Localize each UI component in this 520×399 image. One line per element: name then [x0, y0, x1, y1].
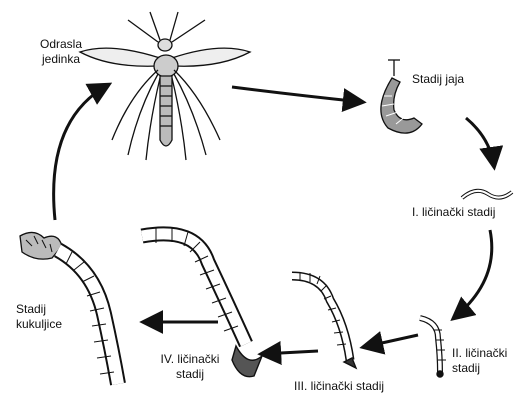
stage-label-egg: Stadij jaja [412, 72, 464, 87]
arrow-larva2-to-larva3 [364, 335, 418, 347]
egg-stage-icon [381, 60, 422, 133]
stage-label-larva-2: II. ličinački stadij [452, 346, 507, 376]
arrow-pupa-to-adult [54, 85, 108, 220]
stage-label-egg-line-1: Stadij jaja [412, 72, 464, 87]
arrow-larva1-to-larva2 [454, 230, 492, 318]
stage-label-pupa-line-2: kukuljice [16, 317, 62, 332]
larva-stage-3-icon [292, 272, 356, 368]
stage-label-larva-1-line-1: I. ličinački stadij [412, 205, 495, 220]
larva-stage-2-icon [420, 318, 446, 377]
stage-label-larva-4-line-1: IV. ličinački [140, 352, 240, 367]
arrow-adult-to-egg [232, 87, 362, 102]
larva-stage-1-icon [462, 191, 512, 198]
stage-label-adult: Odrasla jedinka [26, 37, 96, 67]
stage-label-adult-line-1: Odrasla [26, 37, 96, 52]
arrow-egg-to-larva1 [466, 118, 494, 166]
arrow-larva3-to-larva4 [262, 351, 318, 354]
stage-label-pupa-line-1: Stadij [16, 302, 62, 317]
stage-label-larva-3: III. ličinački stadij [294, 379, 384, 394]
stage-label-larva-1: I. ličinački stadij [412, 205, 495, 220]
stage-label-larva-2-line-1: II. ličinački [452, 346, 507, 361]
stage-label-adult-line-2: jedinka [26, 52, 96, 67]
stage-label-larva-2-line-2: stadij [452, 361, 507, 376]
stage-label-pupa: Stadij kukuljice [16, 302, 62, 332]
stage-label-larva-4-line-2: stadij [140, 367, 240, 382]
stage-label-larva-3-line-1: III. ličinački stadij [294, 379, 384, 394]
stage-label-larva-4: IV. ličinački stadij [140, 352, 240, 382]
